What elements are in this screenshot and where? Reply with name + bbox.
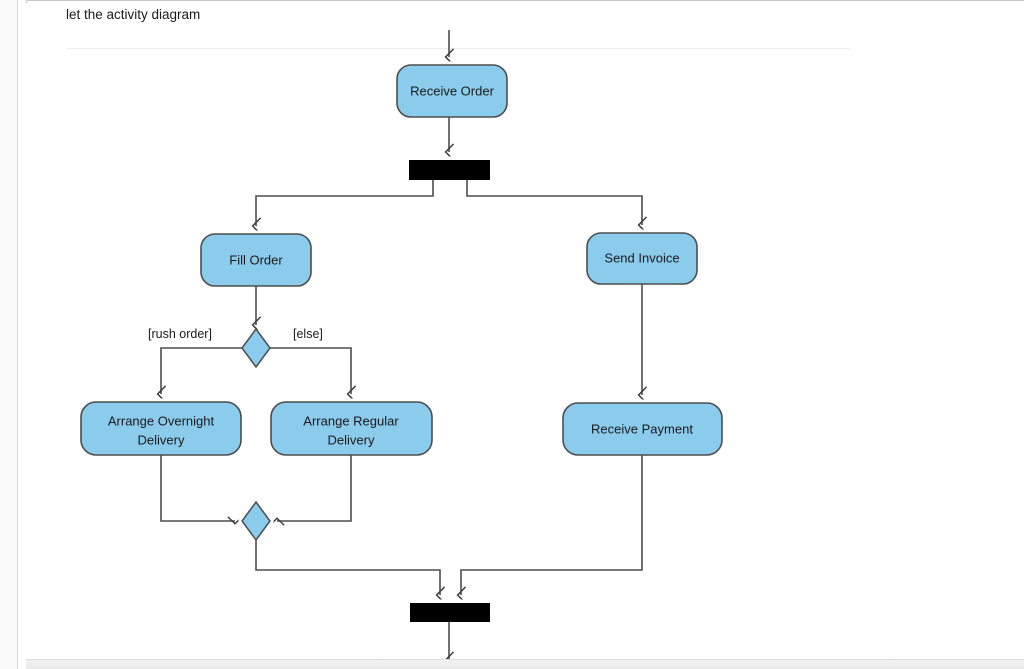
- node-send-invoice[interactable]: Send Invoice: [586, 232, 698, 285]
- node-receive-payment-shape[interactable]: [562, 402, 723, 456]
- edge-decision-arrange-overnight: [161, 347, 243, 394]
- content-divider: [66, 48, 850, 49]
- node-send-invoice-label: Send Invoice: [604, 250, 679, 265]
- node-arrange-regular-delivery-shape[interactable]: [270, 401, 433, 456]
- node-receive-order[interactable]: Receive Order: [396, 64, 508, 118]
- node-arrange-overnight-delivery-label-line1: Arrange Overnight: [108, 413, 215, 428]
- edge-merge-join: [255, 539, 440, 595]
- node-fill-order[interactable]: Fill Order: [200, 233, 312, 287]
- post-container-border: [26, 0, 1024, 3]
- horizontal-scrollbar[interactable]: [26, 659, 1024, 669]
- merge-diamond[interactable]: [241, 500, 271, 542]
- guard-label-rush-order: [rush order]: [148, 327, 212, 341]
- edge-layer: [161, 30, 642, 660]
- node-arrange-regular-delivery-label-line2: Delivery: [328, 432, 375, 447]
- node-receive-payment-label: Receive Payment: [591, 421, 693, 436]
- edge-decision-arrange-regular: [269, 347, 351, 394]
- page-left-gutter: [0, 0, 17, 669]
- page-caption: let the activity diagram: [66, 7, 201, 22]
- node-fill-order-label: Fill Order: [229, 252, 283, 267]
- node-receive-payment[interactable]: Receive Payment: [562, 402, 723, 456]
- node-arrange-overnight-delivery[interactable]: Arrange Overnight Delivery: [80, 401, 242, 456]
- decision-diamond[interactable]: [241, 327, 271, 369]
- node-arrange-regular-delivery[interactable]: Arrange Regular Delivery: [270, 401, 433, 456]
- edge-arrange-regular-merge: [277, 455, 352, 521]
- edge-fork-send-invoice: [466, 180, 642, 225]
- edge-arrange-overnight-merge: [160, 455, 235, 521]
- edge-receive-payment-join: [461, 455, 643, 595]
- node-receive-order-shape[interactable]: [396, 64, 508, 118]
- fork-bar-top[interactable]: [409, 160, 490, 180]
- edge-fork-fill-order: [256, 180, 434, 226]
- join-bar-bottom[interactable]: [410, 603, 490, 622]
- node-receive-order-label: Receive Order: [410, 83, 494, 98]
- node-arrange-overnight-delivery-label-line2: Delivery: [138, 432, 185, 447]
- guard-label-else: [else]: [293, 327, 323, 341]
- node-fill-order-shape[interactable]: [200, 233, 312, 287]
- node-send-invoice-shape[interactable]: [586, 232, 698, 285]
- page-left-rule: [17, 0, 18, 669]
- node-arrange-overnight-delivery-shape[interactable]: [80, 401, 242, 456]
- node-arrange-regular-delivery-label-line1: Arrange Regular: [303, 413, 399, 428]
